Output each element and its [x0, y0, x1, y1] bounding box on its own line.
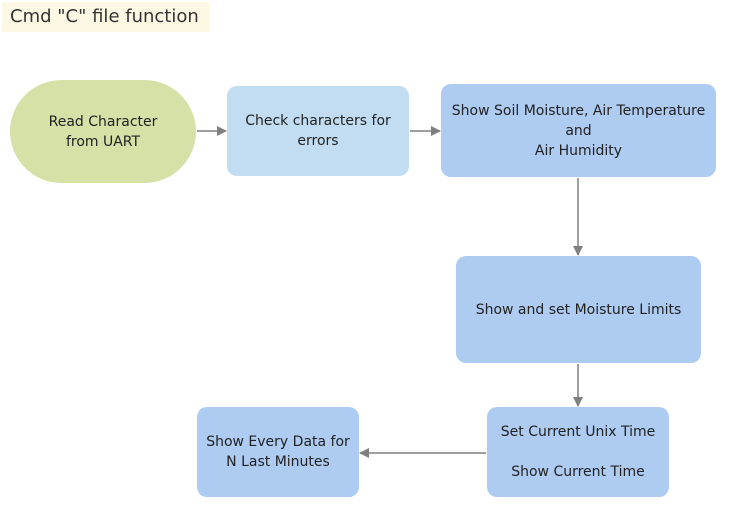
node-show-data: Show Every Data for N Last Minutes: [197, 407, 359, 497]
node-check-errors-label: Check characters for errors: [245, 113, 391, 149]
node-show-data-label: Show Every Data for N Last Minutes: [206, 434, 350, 470]
node-moisture-limits: Show and set Moisture Limits: [456, 256, 701, 363]
node-unix-time-label: Set Current Unix Time Show Current Time: [500, 424, 656, 480]
node-unix-time: Set Current Unix Time Show Current Time: [487, 407, 669, 497]
node-moisture-limits-label: Show and set Moisture Limits: [475, 301, 682, 318]
node-read-uart-label: Read Character from UART: [48, 113, 158, 150]
diagram-title: Cmd "C" file function: [2, 2, 209, 32]
node-check-errors: Check characters for errors: [227, 86, 409, 176]
node-read-uart: Read Character from UART: [10, 80, 196, 183]
node-show-sensors: Show Soil Moisture, Air Temperature and …: [441, 84, 716, 177]
node-show-sensors-label: Show Soil Moisture, Air Temperature and …: [451, 102, 706, 159]
